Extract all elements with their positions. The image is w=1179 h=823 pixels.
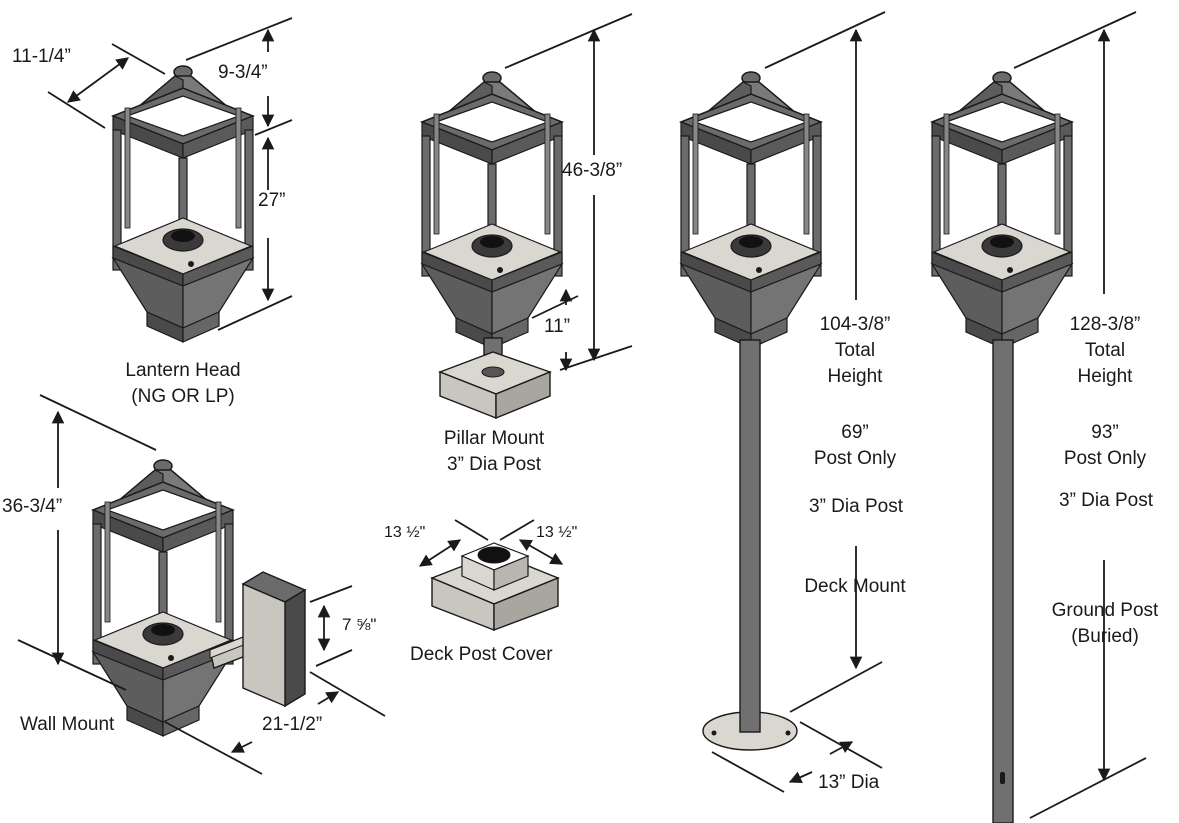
ground-post-total-label-2: Height — [1077, 366, 1133, 387]
pillar-base-dimension: 11” — [544, 316, 571, 337]
lantern-top-dimension: 9-3/4” — [218, 62, 268, 83]
deck-mount-total-label-2: Height — [827, 366, 883, 387]
ground-post-dimension-lines — [1013, 11, 1147, 819]
lantern-head-caption-line-1: Lantern Head — [125, 360, 241, 381]
deck-cover-width-b: 13 ½" — [536, 524, 578, 541]
deck-mount-post-only: 69” Post Only — [800, 420, 910, 472]
wall-plate-dimension: 7 ⅝" — [342, 615, 377, 634]
deck-post-cover-caption: Deck Post Cover — [410, 644, 553, 665]
deck-mount-dimension-lines — [711, 11, 886, 793]
pillar-mount-dimension-lines — [504, 13, 633, 372]
pillar-mount-illustration — [421, 71, 563, 420]
ground-post-post-label: Post Only — [1063, 448, 1147, 469]
lantern-body-dimension: 27” — [258, 190, 286, 211]
deck-mount-post-label: Post Only — [813, 448, 897, 469]
deck-post-cover-dimension-lines — [418, 519, 564, 567]
wall-depth-dimension: 21-1/2” — [262, 714, 323, 735]
pillar-mount-caption-line-2: 3” Dia Post — [447, 454, 541, 475]
deck-mount-post-value: 69” — [841, 422, 869, 443]
deck-plate-diameter-dimension: 13” Dia — [818, 772, 880, 793]
deck-post-cover-illustration — [430, 542, 560, 632]
deck-cover-width-a: 13 ½" — [384, 524, 426, 541]
ground-post-caption: Ground Post (Buried) — [1040, 598, 1170, 650]
deck-mount-total-label-1: Total — [834, 340, 876, 361]
deck-mount-caption: Deck Mount — [804, 576, 906, 597]
wall-mount-caption: Wall Mount — [20, 714, 115, 735]
wall-mount-dimension-lines — [17, 394, 386, 775]
lantern-head-dimension-lines — [47, 17, 293, 331]
ground-post-caption-line-2: (Buried) — [1071, 626, 1139, 647]
ground-post-total-label-1: Total — [1084, 340, 1126, 361]
lantern-head-illustration — [112, 65, 254, 343]
deck-mount-post-diameter: 3” Dia Post — [809, 496, 903, 517]
wall-mount-illustration — [92, 459, 307, 737]
lantern-width-dimension: 11-1/4” — [12, 46, 71, 67]
ground-post-illustration — [931, 71, 1073, 823]
ground-post-total-value: 128-3/8” — [1069, 314, 1141, 335]
pillar-mount-caption: Pillar Mount 3” Dia Post — [414, 426, 574, 478]
ground-post-post-diameter: 3” Dia Post — [1059, 490, 1153, 511]
deck-mount-total-value: 104-3/8” — [819, 314, 891, 335]
ground-post-total-height: 128-3/8” Total Height — [1050, 312, 1160, 390]
lantern-head-caption: Lantern Head (NG OR LP) — [108, 358, 258, 410]
deck-mount-illustration — [680, 71, 822, 751]
pillar-total-dimension: 46-3/8” — [562, 160, 623, 181]
wall-height-dimension: 36-3/4” — [2, 496, 63, 517]
ground-post-post-value: 93” — [1091, 422, 1119, 443]
ground-post-post-only: 93” Post Only — [1050, 420, 1160, 472]
ground-post-caption-line-1: Ground Post — [1051, 600, 1159, 621]
deck-mount-total-height: 104-3/8” Total Height — [800, 312, 910, 390]
pillar-mount-caption-line-1: Pillar Mount — [443, 428, 545, 449]
lantern-head-caption-line-2: (NG OR LP) — [131, 386, 235, 407]
